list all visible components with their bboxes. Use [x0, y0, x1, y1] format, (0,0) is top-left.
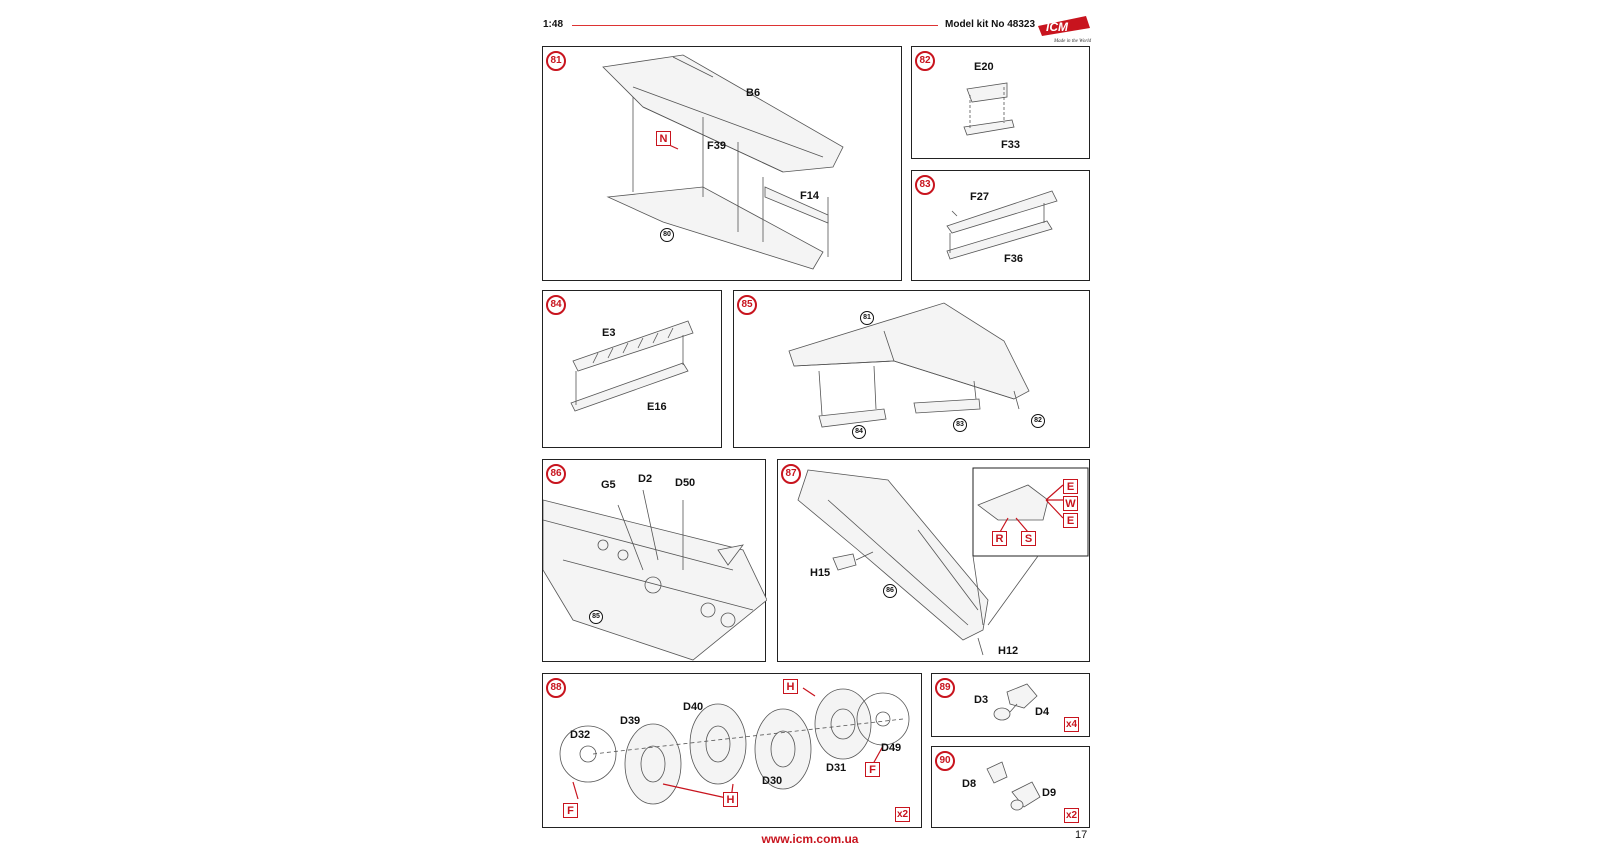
step-90-number: 90 [935, 751, 955, 771]
multiplier-x2-step90: x2 [1064, 808, 1080, 823]
part-D8: D8 [962, 778, 977, 790]
part-D40: D40 [683, 701, 704, 713]
part-D9: D9 [1042, 787, 1057, 799]
step-87-drawing [797, 467, 1089, 656]
step-86-number: 86 [546, 464, 566, 484]
part-D39: D39 [620, 715, 641, 727]
part-H12: H12 [998, 645, 1019, 657]
step-90-drawing [986, 761, 1041, 811]
ref-step-84: 84 [852, 425, 866, 439]
part-F14: F14 [800, 190, 819, 202]
part-D3: D3 [974, 694, 989, 706]
ref-step-83: 83 [953, 418, 967, 432]
part-E3: E3 [602, 327, 616, 339]
multiplier-x2: x2 [895, 807, 911, 822]
step-82-number: 82 [915, 51, 935, 71]
step-89-drawing [993, 683, 1038, 721]
multiplier-x4: x4 [1064, 717, 1080, 732]
marker-W: W [1063, 496, 1078, 511]
step-82-panel: 82 E20 F33 [911, 46, 1090, 159]
step-86-panel: 86 G5 D2 D50 85 [542, 459, 767, 662]
marker-H-top: H [783, 679, 798, 694]
part-D4: D4 [1035, 706, 1050, 718]
step-89-number: 89 [935, 678, 955, 698]
step-85-drawing [788, 302, 1030, 428]
footer-url[interactable]: www.icm.com.ua [761, 832, 859, 846]
part-D30: D30 [762, 775, 783, 787]
step-81-number: 81 [546, 51, 566, 71]
part-D2: D2 [638, 473, 653, 485]
step-89-panel: 89 D3 D4 x4 [931, 673, 1090, 737]
marker-F-right: F [865, 762, 880, 777]
part-F33: F33 [1001, 139, 1020, 151]
ref-step-80: 80 [660, 228, 674, 242]
part-F39: F39 [707, 140, 726, 152]
part-E16: E16 [647, 401, 667, 413]
step-81-panel: 81 B6 N F39 F14 80 [542, 46, 902, 281]
marker-N: N [656, 131, 671, 146]
step-88-drawing [559, 687, 910, 805]
step-83-number: 83 [915, 175, 935, 195]
part-E20: E20 [974, 61, 994, 73]
marker-E-bottom: E [1063, 513, 1078, 528]
ref-step-81: 81 [860, 311, 874, 325]
marker-F-left: F [563, 803, 578, 818]
part-D31: D31 [826, 762, 847, 774]
svg-text:Made in the World: Made in the World [1053, 39, 1092, 44]
step-85-number: 85 [737, 295, 757, 315]
step-83-drawing [946, 190, 1058, 260]
part-D50: D50 [675, 477, 696, 489]
scale-label: 1:48 [543, 19, 564, 30]
part-H15: H15 [810, 567, 831, 579]
marker-E-top: E [1063, 479, 1078, 494]
svg-text:ICM: ICM [1046, 20, 1069, 34]
step-82-drawing [963, 82, 1015, 136]
step-85-panel: 85 81 84 83 82 [733, 290, 1090, 448]
step-88-panel: 88 D32 D39 D40 D30 D31 D49 F H H F x2 [542, 673, 922, 828]
part-D32: D32 [570, 729, 591, 741]
step-86-drawing [543, 489, 767, 661]
marker-R: R [992, 531, 1007, 546]
step-84-panel: 84 E3 E16 [542, 290, 722, 448]
step-84-drawing [570, 320, 694, 412]
marker-S: S [1021, 531, 1036, 546]
part-F36: F36 [1004, 253, 1023, 265]
header-rule [572, 25, 938, 26]
marker-H-bottom: H [723, 792, 738, 807]
step-81-drawing [602, 54, 844, 270]
step-84-number: 84 [546, 295, 566, 315]
icm-logo: ICM Made in the World [1038, 16, 1092, 44]
step-83-panel: 83 F27 F36 [911, 170, 1090, 281]
step-90-panel: 90 D8 D9 x2 [931, 746, 1090, 828]
part-G5: G5 [601, 479, 616, 491]
part-F27: F27 [970, 191, 989, 203]
part-D49: D49 [881, 742, 902, 754]
step-87-panel: 87 E W E R S H15 86 H12 [777, 459, 1090, 662]
ref-step-86: 86 [883, 584, 897, 598]
ref-step-85: 85 [589, 610, 603, 624]
model-kit-label: Model kit No 48323 [945, 19, 1036, 30]
ref-step-82: 82 [1031, 414, 1045, 428]
step-88-number: 88 [546, 678, 566, 698]
part-B6: B6 [746, 87, 761, 99]
page-number: 17 [1075, 829, 1088, 841]
step-87-number: 87 [781, 464, 801, 484]
